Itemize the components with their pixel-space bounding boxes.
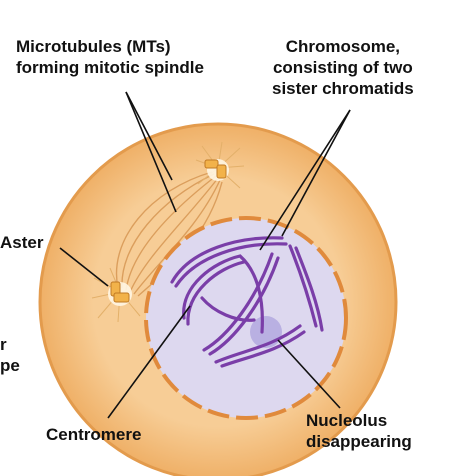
- label-centromere: Centromere: [46, 425, 142, 444]
- label-chromosome: Chromosome, consisting of two sister chr…: [272, 36, 414, 99]
- leader-microtubules-2: [125, 91, 177, 213]
- nuclear-envelope: [144, 216, 348, 420]
- label-left-fragment-line1: r: [0, 335, 7, 354]
- label-nucleolus: Nucleolus disappearing: [306, 410, 412, 452]
- leader-nucleolus: [277, 339, 341, 409]
- label-nucleolus-line2: disappearing: [306, 432, 412, 451]
- label-nucleolus-line1: Nucleolus: [306, 411, 388, 430]
- centrosome-lower: [91, 267, 141, 323]
- label-chromosome-line2: consisting of two: [272, 58, 413, 77]
- centrosome-upper: [195, 141, 245, 189]
- leader-centromere: [107, 305, 191, 419]
- label-left-fragment-line2: pe: [0, 356, 20, 375]
- leader-chromosome-2: [281, 109, 351, 237]
- label-chromosome-line1: Chromosome,: [285, 37, 401, 56]
- leader-aster: [59, 247, 109, 287]
- label-microtubules-line2: forming mitotic spindle: [16, 58, 204, 77]
- label-aster: Aster: [0, 233, 44, 252]
- label-microtubules-line1: Microtubules (MTs): [16, 37, 171, 56]
- leader-microtubules-1: [125, 91, 173, 181]
- leader-chromosome-1: [259, 109, 351, 251]
- label-left-fragment: r pe: [0, 334, 20, 376]
- label-chromosome-line3: sister chromatids: [272, 79, 414, 98]
- label-microtubules: Microtubules (MTs) forming mitotic spind…: [16, 36, 204, 78]
- mitotic-spindle: [115, 171, 223, 297]
